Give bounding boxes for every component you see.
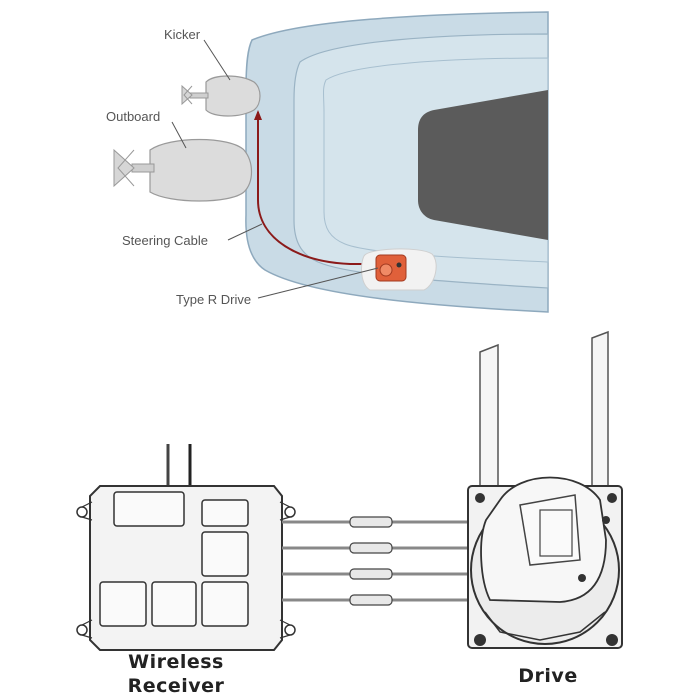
label-outboard: Outboard [106,109,160,124]
connector-cables [282,516,480,606]
drive-leader [257,267,379,299]
kicker-motor-icon [181,75,261,117]
receiver-cell [201,581,249,627]
wireless-receiver [76,485,296,651]
outboard-leader [171,121,187,149]
connector-cable-4 [282,594,480,606]
label-receiver-line2: Receiver [128,675,225,697]
receiver-cell [99,581,147,627]
steering-cable-leader [227,223,263,241]
steering-cable [257,112,380,265]
label-steering-cable: Steering Cable [122,233,208,248]
connector-cable-2 [282,542,480,554]
drive-unit [467,330,623,649]
connector-cable-1 [282,516,480,528]
boat-diagram: Kicker Outboard Steering Cable Type R Dr… [106,11,549,313]
receiver-cell [201,499,249,527]
receiver-cell [151,581,197,627]
drive-rail-left [479,343,499,501]
label-receiver-line1: Wireless [128,651,224,673]
connector-cable-3 [282,568,480,580]
receiver-cell [113,491,185,527]
cable-arrow-icon [254,110,262,120]
type-r-drive-icon [361,248,437,291]
label-drive: Drive [518,665,577,687]
kicker-leader [203,39,231,81]
boat-console [418,90,548,240]
receiver-cell [201,531,249,577]
label-type-r-drive: Type R Drive [176,292,251,307]
drive-rail-right [591,330,609,501]
label-kicker: Kicker [164,27,201,42]
outboard-motor-icon [113,138,253,202]
wiring-diagram: Wireless Receiver Drive [76,330,623,697]
